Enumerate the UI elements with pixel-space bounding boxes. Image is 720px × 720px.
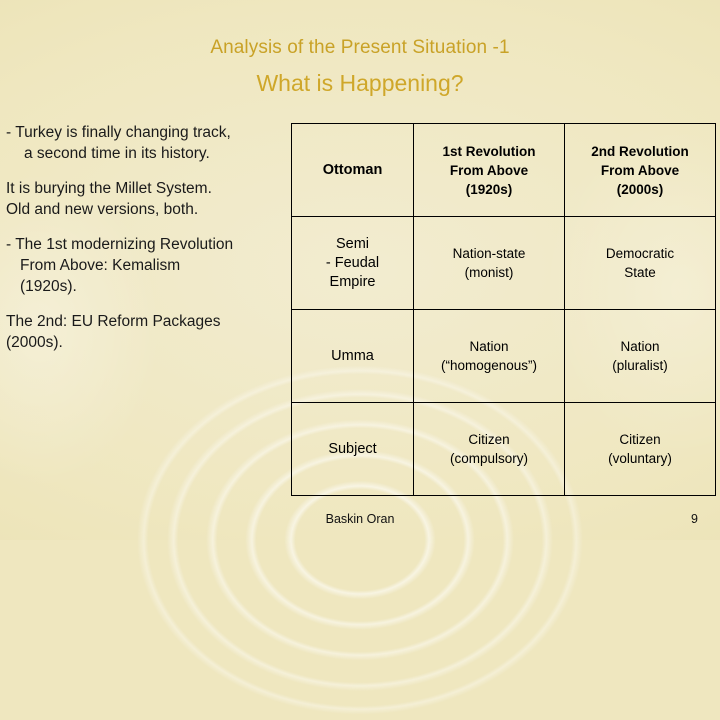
slide-content: Analysis of the Present Situation -1 Wha… bbox=[0, 36, 720, 526]
header-first-revolution-line-1: 1st Revolution bbox=[442, 143, 536, 159]
table-row: Subject Citizen (compulsory) Citizen (vo… bbox=[291, 402, 716, 496]
paragraph-3-line-3: (1920s). bbox=[20, 278, 77, 295]
row-3-ottoman-cell: Subject bbox=[291, 402, 414, 496]
footer-author: Baskin Oran bbox=[325, 512, 395, 526]
row-2-second-revolution-cell: Nation (pluralist) bbox=[564, 309, 716, 403]
header-second-revolution-line-1: 2nd Revolution bbox=[591, 143, 689, 159]
paragraph-3: - The 1st modernizing Revolution From Ab… bbox=[6, 234, 290, 297]
header-second-revolution-line-2: From Above bbox=[600, 162, 680, 178]
row-1-first-revolution-line-2: (monist) bbox=[464, 265, 514, 280]
table-row: Semi - Feudal Empire Nation-state (monis… bbox=[291, 216, 716, 310]
paragraph-4-line-1: The 2nd: EU Reform Packages bbox=[6, 313, 221, 330]
slide-title-block: Analysis of the Present Situation -1 Wha… bbox=[0, 36, 720, 98]
row-2-second-revolution-line-2: (pluralist) bbox=[612, 358, 668, 373]
header-first-revolution-line-3: (1920s) bbox=[465, 181, 513, 197]
left-text-column: - Turkey is finally changing track, a se… bbox=[6, 122, 290, 367]
footer-page-number: 9 bbox=[691, 512, 698, 526]
row-1-ottoman-line-1: Semi bbox=[335, 235, 370, 252]
row-3-second-revolution-line-1: Citizen bbox=[619, 432, 661, 447]
row-2-first-revolution-line-2: (“homogenous”) bbox=[440, 358, 538, 373]
header-cell-ottoman: Ottoman bbox=[291, 123, 414, 217]
paragraph-1: - Turkey is finally changing track, a se… bbox=[6, 122, 290, 164]
row-1-second-revolution-cell: Democratic State bbox=[564, 216, 716, 310]
row-3-second-revolution-cell: Citizen (voluntary) bbox=[564, 402, 716, 496]
paragraph-3-line-2: From Above: Kemalism bbox=[20, 257, 181, 274]
row-1-first-revolution-cell: Nation-state (monist) bbox=[413, 216, 565, 310]
paragraph-1-line-2: a second time in its history. bbox=[24, 145, 210, 162]
row-2-second-revolution-line-1: Nation bbox=[620, 339, 660, 354]
row-2-first-revolution-cell: Nation (“homogenous”) bbox=[413, 309, 565, 403]
comparison-table: Ottoman 1st Revolution From Above (1920s… bbox=[291, 123, 716, 496]
row-1-second-revolution-line-1: Democratic bbox=[605, 246, 675, 261]
header-first-revolution-line-2: From Above bbox=[449, 162, 529, 178]
row-3-first-revolution-line-2: (compulsory) bbox=[449, 451, 528, 466]
paragraph-1-line-1: - Turkey is finally changing track, bbox=[6, 124, 231, 141]
table-row: Umma Nation (“homogenous”) Nation (plura… bbox=[291, 309, 716, 403]
paragraph-4-line-2: (2000s). bbox=[6, 334, 63, 351]
header-second-revolution-line-3: (2000s) bbox=[616, 181, 664, 197]
row-3-second-revolution-line-2: (voluntary) bbox=[608, 451, 672, 466]
row-1-second-revolution-line-2: State bbox=[624, 265, 656, 280]
row-1-first-revolution-line-1: Nation-state bbox=[452, 246, 526, 261]
row-2-first-revolution-line-1: Nation bbox=[469, 339, 509, 354]
paragraph-4: The 2nd: EU Reform Packages (2000s). bbox=[6, 311, 290, 353]
row-3-first-revolution-line-1: Citizen bbox=[468, 432, 510, 447]
row-1-ottoman-line-2: - Feudal bbox=[325, 254, 380, 271]
header-cell-first-revolution: 1st Revolution From Above (1920s) bbox=[413, 123, 565, 217]
slide-title-secondary: What is Happening? bbox=[256, 70, 464, 96]
header-cell-second-revolution: 2nd Revolution From Above (2000s) bbox=[564, 123, 716, 217]
paragraph-3-line-1: - The 1st modernizing Revolution bbox=[6, 236, 234, 253]
row-1-ottoman-line-3: Empire bbox=[329, 273, 376, 290]
row-2-ottoman-cell: Umma bbox=[291, 309, 414, 403]
row-3-first-revolution-cell: Citizen (compulsory) bbox=[413, 402, 565, 496]
table-header-row: Ottoman 1st Revolution From Above (1920s… bbox=[291, 123, 716, 217]
paragraph-2-line-1: It is burying the Millet System. bbox=[6, 180, 212, 197]
slide-title-primary: Analysis of the Present Situation -1 bbox=[210, 37, 510, 58]
row-1-ottoman-cell: Semi - Feudal Empire bbox=[291, 216, 414, 310]
paragraph-2: It is burying the Millet System. Old and… bbox=[6, 178, 290, 220]
paragraph-2-line-2: Old and new versions, both. bbox=[6, 201, 199, 218]
